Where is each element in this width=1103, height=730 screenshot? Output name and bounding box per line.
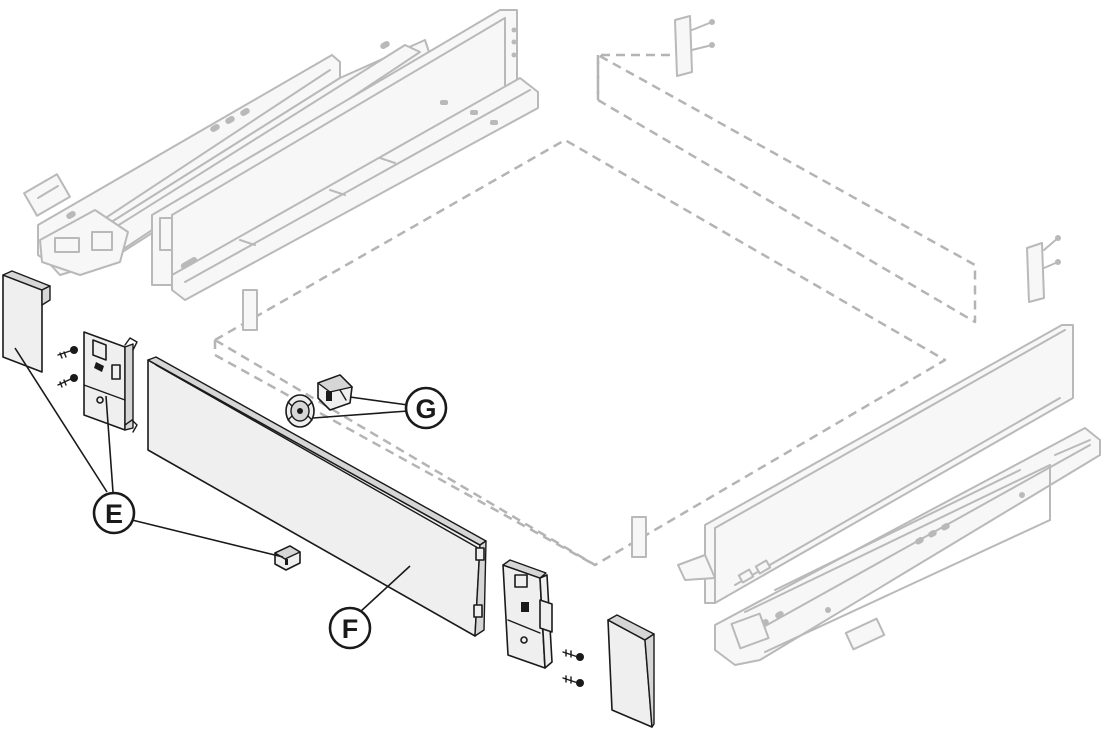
callout-g-label: G [415,394,436,424]
screw-left-upper [57,346,78,359]
leader-e-cap [14,347,108,493]
front-bracket-left [83,331,138,433]
callout-f-label: F [342,614,359,644]
leader-g-knob [312,410,409,419]
leader-f [359,565,411,613]
leader-lines [14,347,411,613]
leader-e-clip [131,519,284,558]
ghost-back-bracket-top [674,15,715,77]
adjuster-knob [285,394,315,428]
screw-right-lower [562,675,584,687]
callout-f: F [328,606,372,650]
front-bracket-right [502,559,553,669]
ghost-right-runner [714,427,1101,666]
callout-e-label: E [105,499,123,529]
dashed-drawer-outline [213,53,977,567]
screw-left-lower [57,374,78,388]
front-panel [147,356,487,637]
ghost-right-side-panel [677,324,1074,604]
adjuster-clip [317,374,353,411]
ghost-left-runner [23,39,431,276]
cover-cap-left [2,270,51,373]
ghost-left-side-panel [151,9,539,301]
ghost-clip-left [242,289,258,331]
leader-g-clip [349,396,409,406]
cover-cap-right [607,614,655,728]
leader-e-bracket [105,395,114,493]
callout-g: G [404,386,448,430]
callout-e: E [92,491,136,535]
ghost-clip-right [631,516,647,558]
screw-right-upper [562,649,584,661]
connector-clip [274,545,301,571]
ghost-back-bracket-right [1026,235,1061,303]
